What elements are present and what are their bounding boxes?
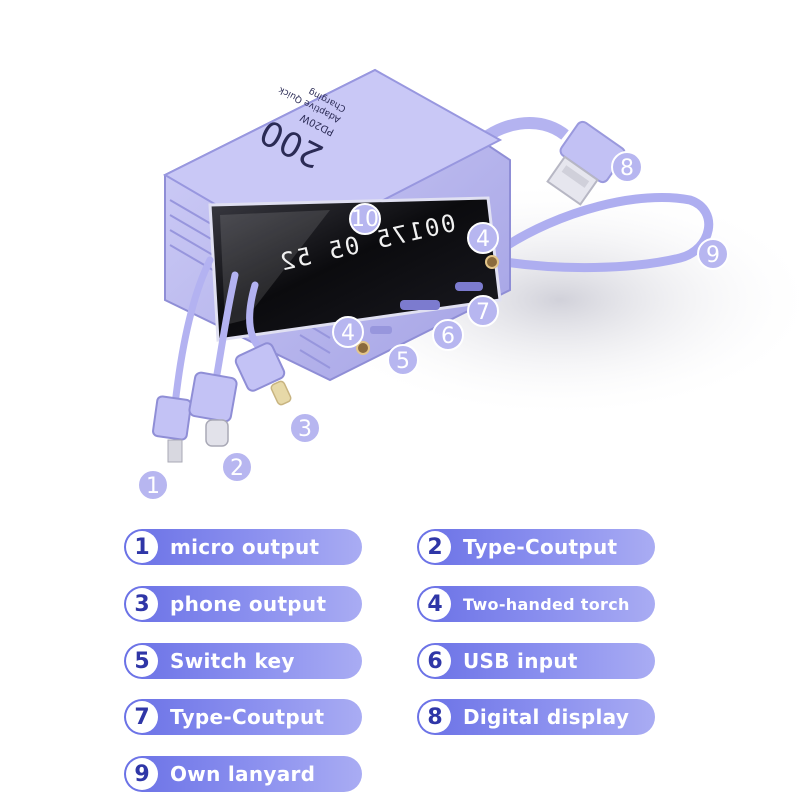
legend-number: 6: [419, 645, 451, 677]
legend-number: 2: [419, 531, 451, 563]
legend-number: 3: [126, 588, 158, 620]
legend-number: 9: [126, 758, 158, 790]
svg-text:5: 5: [396, 349, 410, 374]
lanyard-loop: [495, 193, 714, 273]
callout-9: 9: [697, 238, 729, 270]
legend-label: USB input: [463, 649, 578, 673]
legend-item-7: 7 Type-Coutput: [124, 699, 362, 735]
svg-text:1: 1: [146, 474, 160, 499]
callout-3: 3: [289, 412, 321, 444]
micro-cable: [171, 256, 214, 409]
legend-label: Two-handed torch: [463, 594, 630, 614]
callout-markers: 1 2 3 4 4 5 6 7 8 9 10: [137, 151, 729, 501]
usb-input-port: [400, 300, 440, 310]
callout-5: 5: [387, 344, 419, 376]
legend-number: 1: [126, 531, 158, 563]
torch-right: [485, 255, 499, 269]
legend-label: Own lanyard: [170, 762, 316, 786]
legend-number: 8: [419, 701, 451, 733]
legend-item-3: 3 phone output: [124, 586, 362, 622]
legend-item-1: 1 micro output: [124, 529, 362, 565]
svg-text:3: 3: [298, 417, 312, 442]
callout-1: 1: [137, 469, 169, 501]
legend-label: Type-Coutput: [463, 535, 618, 559]
callout-7: 7: [467, 295, 499, 327]
legend-item-4: 4 Two-handed torch: [417, 586, 655, 622]
legend-label: micro output: [170, 535, 320, 559]
torch-left: [356, 341, 370, 355]
legend-number: 4: [419, 588, 451, 620]
type-c-port: [455, 282, 483, 291]
legend-item-8: 8 Digital display: [417, 699, 655, 735]
glass-highlight: [220, 210, 330, 325]
svg-text:8: 8: [620, 156, 634, 181]
lightning-connector: [234, 342, 292, 406]
legend-label: Digital display: [463, 705, 630, 729]
callout-4-left: 4: [332, 316, 364, 348]
svg-text:4: 4: [341, 321, 355, 346]
legend-item-9: 9 Own lanyard: [124, 756, 362, 792]
legend-item-2: 2 Type-Coutput: [417, 529, 655, 565]
svg-text:10: 10: [351, 207, 379, 232]
legend-item-5: 5 Switch key: [124, 643, 362, 679]
legend-label: Switch key: [170, 649, 295, 673]
svg-text:4: 4: [476, 227, 490, 252]
legend-number: 5: [126, 645, 158, 677]
legend-label: Type-Coutput: [170, 705, 325, 729]
svg-text:2: 2: [230, 456, 244, 481]
svg-text:6: 6: [441, 324, 455, 349]
svg-text:7: 7: [476, 300, 490, 325]
callout-10: 10: [349, 203, 381, 235]
power-bank-illustration: 200 PD20W Adaptive Quick Charging 00175 …: [137, 68, 800, 501]
callout-6: 6: [432, 319, 464, 351]
svg-text:9: 9: [706, 243, 720, 268]
callout-2: 2: [221, 451, 253, 483]
legend-item-6: 6 USB input: [417, 643, 655, 679]
type-c-connector: [188, 371, 238, 447]
callout-8: 8: [611, 151, 643, 183]
callout-4-right: 4: [467, 222, 499, 254]
legend-label: phone output: [170, 592, 327, 616]
micro-connector: [152, 395, 192, 463]
switch-key: [370, 326, 392, 334]
legend-number: 7: [126, 701, 158, 733]
